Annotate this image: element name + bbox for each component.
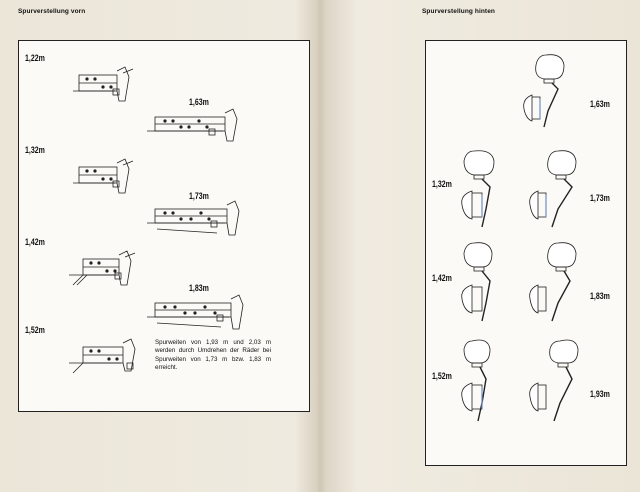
front-label-3: 1,32m	[25, 145, 45, 155]
rear-wheel-figure-7	[529, 339, 579, 422]
front-axle-figure-2	[147, 108, 238, 142]
rear-label-6: 1,52m	[432, 371, 452, 381]
front-label-4: 1,73m	[189, 191, 209, 201]
front-axle-figure-7	[69, 338, 136, 374]
rear-label-5: 1,83m	[590, 291, 610, 301]
rear-wheel-figure-2	[461, 150, 495, 228]
rear-label-3: 1,73m	[590, 193, 610, 203]
rear-wheel-figure-6	[461, 339, 491, 422]
front-axle-figure-6	[147, 294, 244, 330]
rear-label-2: 1,32m	[432, 179, 452, 189]
rear-wheel-figure-5	[529, 242, 577, 322]
right-page: Spurverstellung hinten 1,63m 1,32m 1,73m…	[322, 0, 640, 492]
front-axle-figure-1	[73, 66, 134, 102]
rear-label-4: 1,42m	[432, 273, 452, 283]
left-page-header: Spurverstellung vorn	[18, 8, 86, 15]
front-label-5: 1,42m	[25, 237, 45, 247]
front-label-1: 1,22m	[25, 53, 45, 63]
rear-wheel-figure-4	[461, 242, 493, 322]
rear-wheel-figure-3	[529, 150, 577, 228]
rear-label-7: 1,93m	[590, 389, 610, 399]
rear-wheel-figure-1	[523, 54, 565, 128]
front-axle-figure-4	[147, 200, 240, 236]
front-axle-figure-3	[73, 158, 134, 194]
rear-track-figure-frame: 1,63m 1,32m 1,73m 1,42m 1,83m 1,52m 1,93…	[425, 40, 627, 466]
front-track-figure-frame: 1,22m 1,63m 1,32m 1,73m 1,42m 1,83m 1,52…	[18, 40, 310, 412]
rear-label-1: 1,63m	[590, 99, 610, 109]
front-label-7: 1,52m	[25, 325, 45, 335]
left-page: Spurverstellung vorn 1,22m 1,63m 1,32m 1…	[0, 0, 318, 492]
track-width-note: Spurweiten von 1,93 m und 2,03 m werden …	[155, 339, 271, 372]
right-page-header: Spurverstellung hinten	[422, 8, 495, 15]
front-label-2: 1,63m	[189, 97, 209, 107]
front-label-6: 1,83m	[189, 283, 209, 293]
front-axle-figure-5	[69, 250, 136, 286]
